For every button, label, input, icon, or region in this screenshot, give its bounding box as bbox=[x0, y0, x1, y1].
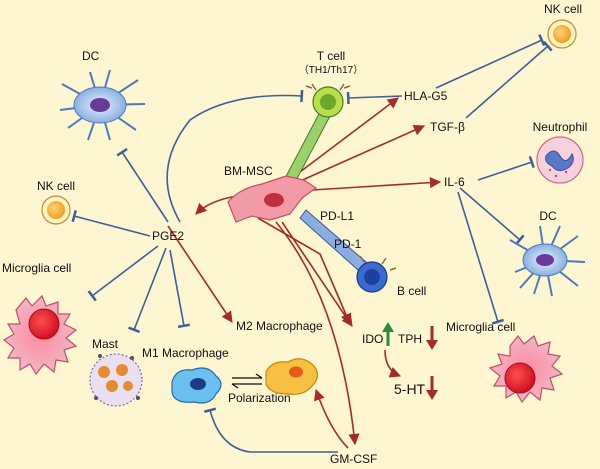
inhibit-il6-to-neutrophil bbox=[477, 155, 535, 181]
inhibit-pge2-to-m1 bbox=[169, 249, 191, 329]
tgf-beta-label: TGF-β bbox=[430, 120, 465, 134]
arrow-msc-to-m2-label bbox=[167, 225, 233, 323]
bm-msc-illustration bbox=[227, 175, 318, 223]
m2-macrophage-illustration bbox=[265, 358, 319, 395]
inhibit-hla-g5-to-nk bbox=[435, 34, 546, 89]
arrow-msc-to-m2-macrophage bbox=[257, 217, 352, 326]
mast-cell-illustration bbox=[89, 353, 143, 407]
five-ht-label: 5-HT bbox=[394, 381, 426, 397]
gm-csf-label: GM-CSF bbox=[330, 452, 377, 466]
pd-l1-label: PD-L1 bbox=[320, 209, 354, 223]
t-cell-label: T cell bbox=[317, 49, 345, 63]
microglia-left-illustration bbox=[2, 294, 78, 376]
il6-label: IL-6 bbox=[444, 175, 465, 189]
arrow-msc-to-tgf-beta bbox=[297, 124, 426, 183]
dc-left-illustration bbox=[59, 69, 146, 141]
tph-label: TPH bbox=[398, 332, 422, 346]
inhibit-gm-csf-to-m1 bbox=[203, 407, 338, 453]
arrow-msc-to-ido bbox=[281, 221, 353, 327]
pge2-label: PGE2 bbox=[152, 229, 184, 243]
inhibit-il6-to-dc bbox=[459, 187, 525, 246]
nk-cell-top-label: NK cell bbox=[544, 2, 582, 16]
inhibit-tgf-to-nk bbox=[465, 40, 553, 119]
b-cell-illustration bbox=[299, 209, 397, 293]
arrow-msc-to-il6 bbox=[311, 177, 442, 191]
arrow-msc-to-hla-g5 bbox=[291, 97, 399, 179]
arrow-msc-to-gm-csf bbox=[275, 221, 360, 446]
microglia-right-label: Microglia cell bbox=[446, 320, 515, 334]
m1-macrophage-illustration bbox=[171, 367, 222, 404]
nk-cell-top-illustration bbox=[547, 19, 577, 49]
five-ht-down-arrow bbox=[426, 376, 438, 400]
ido-up-arrow bbox=[382, 322, 394, 346]
inhibit-pge2-to-microglia bbox=[87, 245, 159, 302]
polarization-label: Polarization bbox=[228, 391, 291, 405]
inhibit-pge2-to-t-cell bbox=[166, 89, 304, 223]
tph-down-arrow bbox=[426, 326, 438, 350]
polarization-arrows bbox=[231, 373, 263, 389]
neutrophil-label: Neutrophil bbox=[533, 120, 588, 134]
microglia-right-illustration bbox=[488, 335, 564, 404]
m1-macrophage-label: M1 Macrophage bbox=[142, 346, 229, 360]
m2-macrophage-label: M2 Macrophage bbox=[236, 319, 323, 333]
inhibit-pge2-to-dc bbox=[116, 147, 169, 223]
ido-label: IDO bbox=[362, 332, 383, 346]
dc-right-illustration bbox=[509, 225, 586, 297]
inhibit-pge2-to-mast bbox=[128, 247, 167, 334]
t-cell-subtype-label: （TH1/Th17） bbox=[299, 64, 363, 76]
nk-cell-left-illustration bbox=[41, 195, 71, 225]
arrow-ido-to-5ht bbox=[384, 349, 402, 378]
mast-label: Mast bbox=[92, 337, 119, 351]
microglia-left-label: Microglia cell bbox=[2, 261, 71, 275]
hla-g5-label: HLA-G5 bbox=[404, 89, 448, 103]
inhibit-il6-to-microglia bbox=[457, 191, 505, 325]
t-cell-illustration bbox=[281, 83, 351, 189]
inhibit-hla-g5-to-t-cell bbox=[346, 91, 403, 105]
pd-1-label: PD-1 bbox=[334, 237, 362, 251]
neutrophil-illustration bbox=[536, 136, 584, 184]
arrow-gm-csf-to-m2 bbox=[314, 388, 349, 449]
nk-cell-left-label: NK cell bbox=[37, 179, 75, 193]
inhibit-pge2-to-nk bbox=[71, 209, 151, 237]
bm-msc-label: BM-MSC bbox=[224, 164, 273, 178]
b-cell-label: B cell bbox=[397, 284, 426, 298]
dc-left-label: DC bbox=[82, 49, 100, 63]
dc-right-label: DC bbox=[539, 209, 557, 223]
